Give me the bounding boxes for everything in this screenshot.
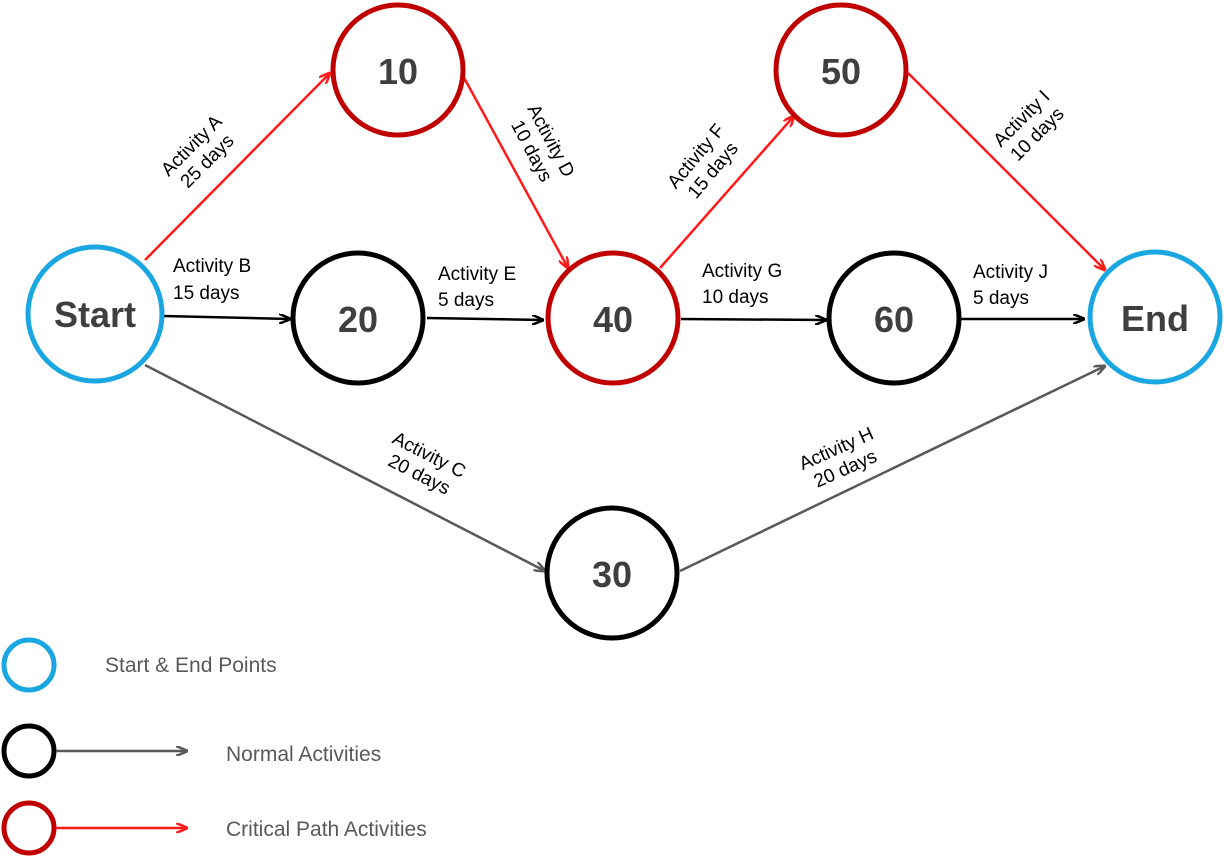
node-50-label: 50 bbox=[821, 51, 861, 92]
label-activity-g: Activity G 10 days bbox=[702, 261, 782, 308]
label-activity-d: Activity D 10 days bbox=[506, 101, 578, 186]
node-40-label: 40 bbox=[593, 299, 633, 340]
label-activity-j-duration: 5 days bbox=[973, 288, 1029, 309]
edge-activity-f bbox=[659, 116, 794, 269]
legend-normal-label: Normal Activities bbox=[226, 743, 381, 766]
label-activity-a: Activity A 25 days bbox=[157, 111, 238, 192]
legend: Start & End Points Normal Activities Cri… bbox=[1, 637, 427, 856]
edge-activity-h bbox=[679, 366, 1105, 573]
node-20: 20 bbox=[290, 250, 426, 386]
legend-start-end-label: Start & End Points bbox=[105, 654, 277, 677]
legend-critical-swatch bbox=[1, 800, 57, 856]
label-activity-b-duration: 15 days bbox=[173, 283, 240, 304]
node-50: 50 bbox=[773, 2, 909, 138]
legend-normal: Normal Activities bbox=[1, 723, 381, 779]
edge-activity-b bbox=[162, 316, 290, 319]
node-start-label: Start bbox=[54, 294, 136, 335]
node-30: 30 bbox=[544, 505, 680, 641]
label-activity-e-name: Activity E bbox=[438, 264, 516, 285]
node-10: 10 bbox=[330, 2, 466, 138]
legend-normal-swatch bbox=[1, 723, 57, 779]
edge-activity-c bbox=[144, 363, 545, 571]
label-activity-e-duration: 5 days bbox=[438, 290, 494, 311]
label-activity-b-name: Activity B bbox=[173, 256, 251, 277]
legend-start-end-swatch bbox=[1, 637, 57, 693]
node-30-label: 30 bbox=[592, 554, 632, 595]
node-40: 40 bbox=[545, 250, 681, 386]
label-activity-b: Activity B 15 days bbox=[173, 256, 251, 304]
label-activity-g-name: Activity G bbox=[702, 261, 782, 282]
node-end: End bbox=[1087, 249, 1223, 385]
node-10-label: 10 bbox=[378, 51, 418, 92]
edge-activity-d bbox=[460, 73, 568, 268]
node-start: Start bbox=[25, 244, 165, 384]
label-activity-e: Activity E 5 days bbox=[438, 264, 516, 311]
legend-critical: Critical Path Activities bbox=[1, 800, 427, 856]
node-20-label: 20 bbox=[338, 299, 378, 340]
edge-activity-g bbox=[680, 319, 826, 320]
label-activity-g-duration: 10 days bbox=[702, 287, 769, 308]
label-activity-f: Activity F 15 days bbox=[664, 120, 743, 203]
label-activity-j-name: Activity J bbox=[973, 262, 1048, 283]
node-end-label: End bbox=[1121, 298, 1189, 339]
label-activity-j: Activity J 5 days bbox=[973, 262, 1048, 309]
label-activity-i: Activity I 10 days bbox=[990, 87, 1069, 166]
edge-activity-a bbox=[144, 73, 330, 261]
edge-activity-e bbox=[426, 318, 543, 320]
node-60: 60 bbox=[826, 250, 962, 386]
legend-critical-label: Critical Path Activities bbox=[226, 818, 427, 841]
label-activity-h: Activity H 20 days bbox=[796, 424, 880, 493]
node-60-label: 60 bbox=[874, 299, 914, 340]
edge-activity-i bbox=[907, 72, 1105, 270]
legend-start-end: Start & End Points bbox=[1, 637, 277, 693]
